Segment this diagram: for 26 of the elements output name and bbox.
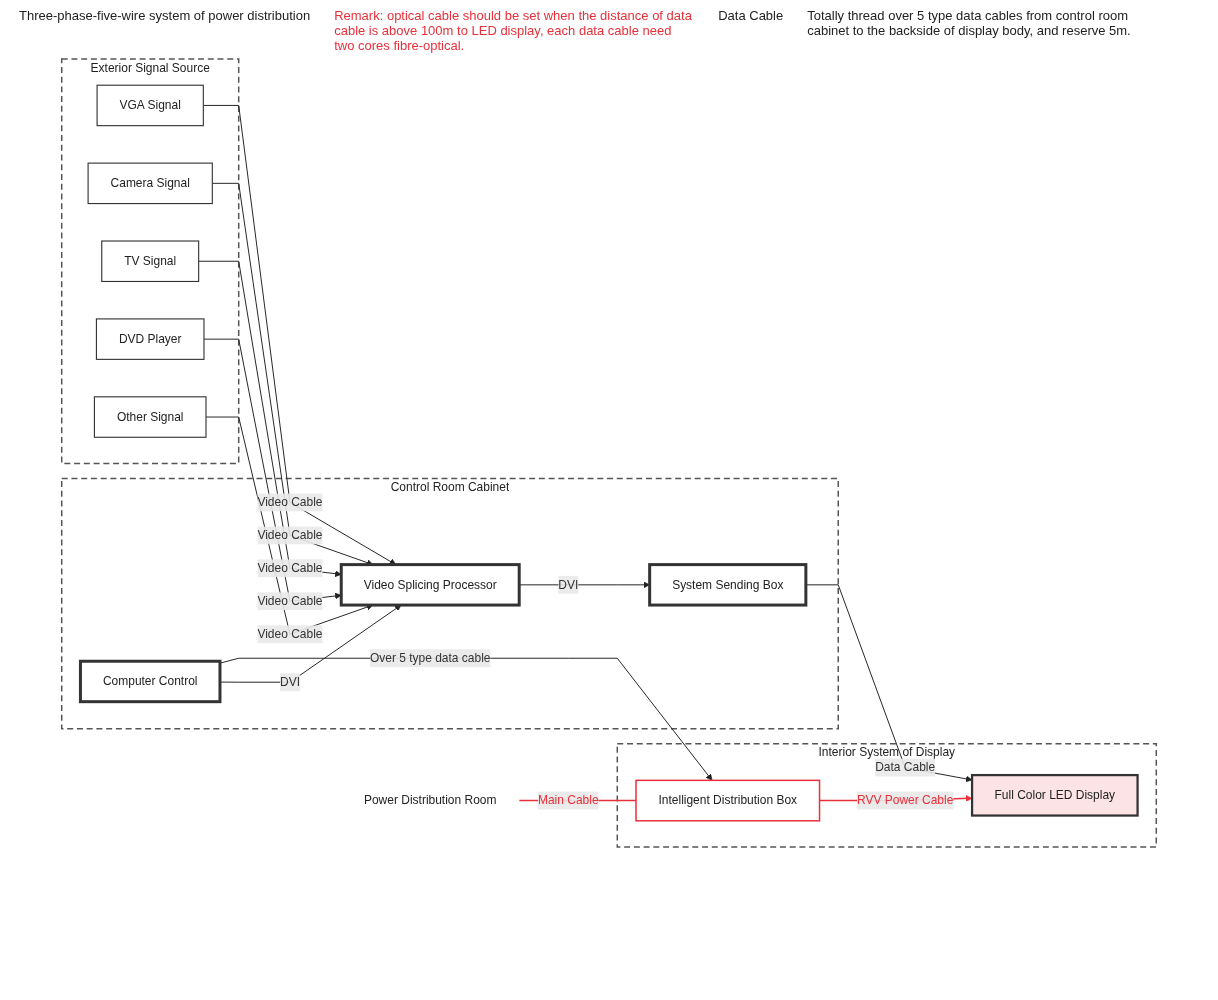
edge-label: Video Cable	[257, 594, 323, 608]
node-box: VGA Signal	[96, 84, 204, 127]
edge-label: Video Cable	[257, 561, 323, 575]
node-box: System Sending Box	[648, 563, 808, 607]
edge-label: Data Cable	[875, 760, 936, 774]
node-box: Video Splicing Processor	[339, 563, 521, 607]
node-box: Computer Control	[78, 659, 222, 704]
note-text: Remark: optical cable should be set when the distance of data cable is above 100m to LED display, each data cable need two cores fibre-optical.	[334, 8, 693, 53]
edge-label: Over 5 type data cable	[369, 651, 491, 665]
edge-label: DVI	[558, 578, 579, 591]
edge-label: Video Cable	[257, 627, 323, 641]
node-box: Intelligent Distribution Box	[635, 779, 821, 822]
node-text: Power Distribution Room	[363, 793, 497, 807]
edge-label: Main Cable	[537, 793, 599, 807]
node-box: DVD Player	[95, 318, 205, 360]
edge-label: RVV Power Cable	[856, 793, 954, 807]
node-box: TV Signal	[101, 240, 200, 282]
note-text: Data Cable	[718, 8, 784, 25]
edge-label: DVI	[279, 675, 300, 689]
note-text: Totally thread over 5 type data cables from control room cabinet to the backside of display body, and reserve 5m.	[807, 8, 1132, 40]
node-box: Other Signal	[93, 396, 207, 438]
edge-label: Video Cable	[257, 495, 323, 509]
node-box: Camera Signal	[87, 162, 213, 205]
note-text: Three-phase-five-wire system of power distribution	[19, 8, 311, 25]
edge-label: Video Cable	[257, 528, 323, 542]
node-box: Full Color LED Display	[970, 773, 1139, 817]
